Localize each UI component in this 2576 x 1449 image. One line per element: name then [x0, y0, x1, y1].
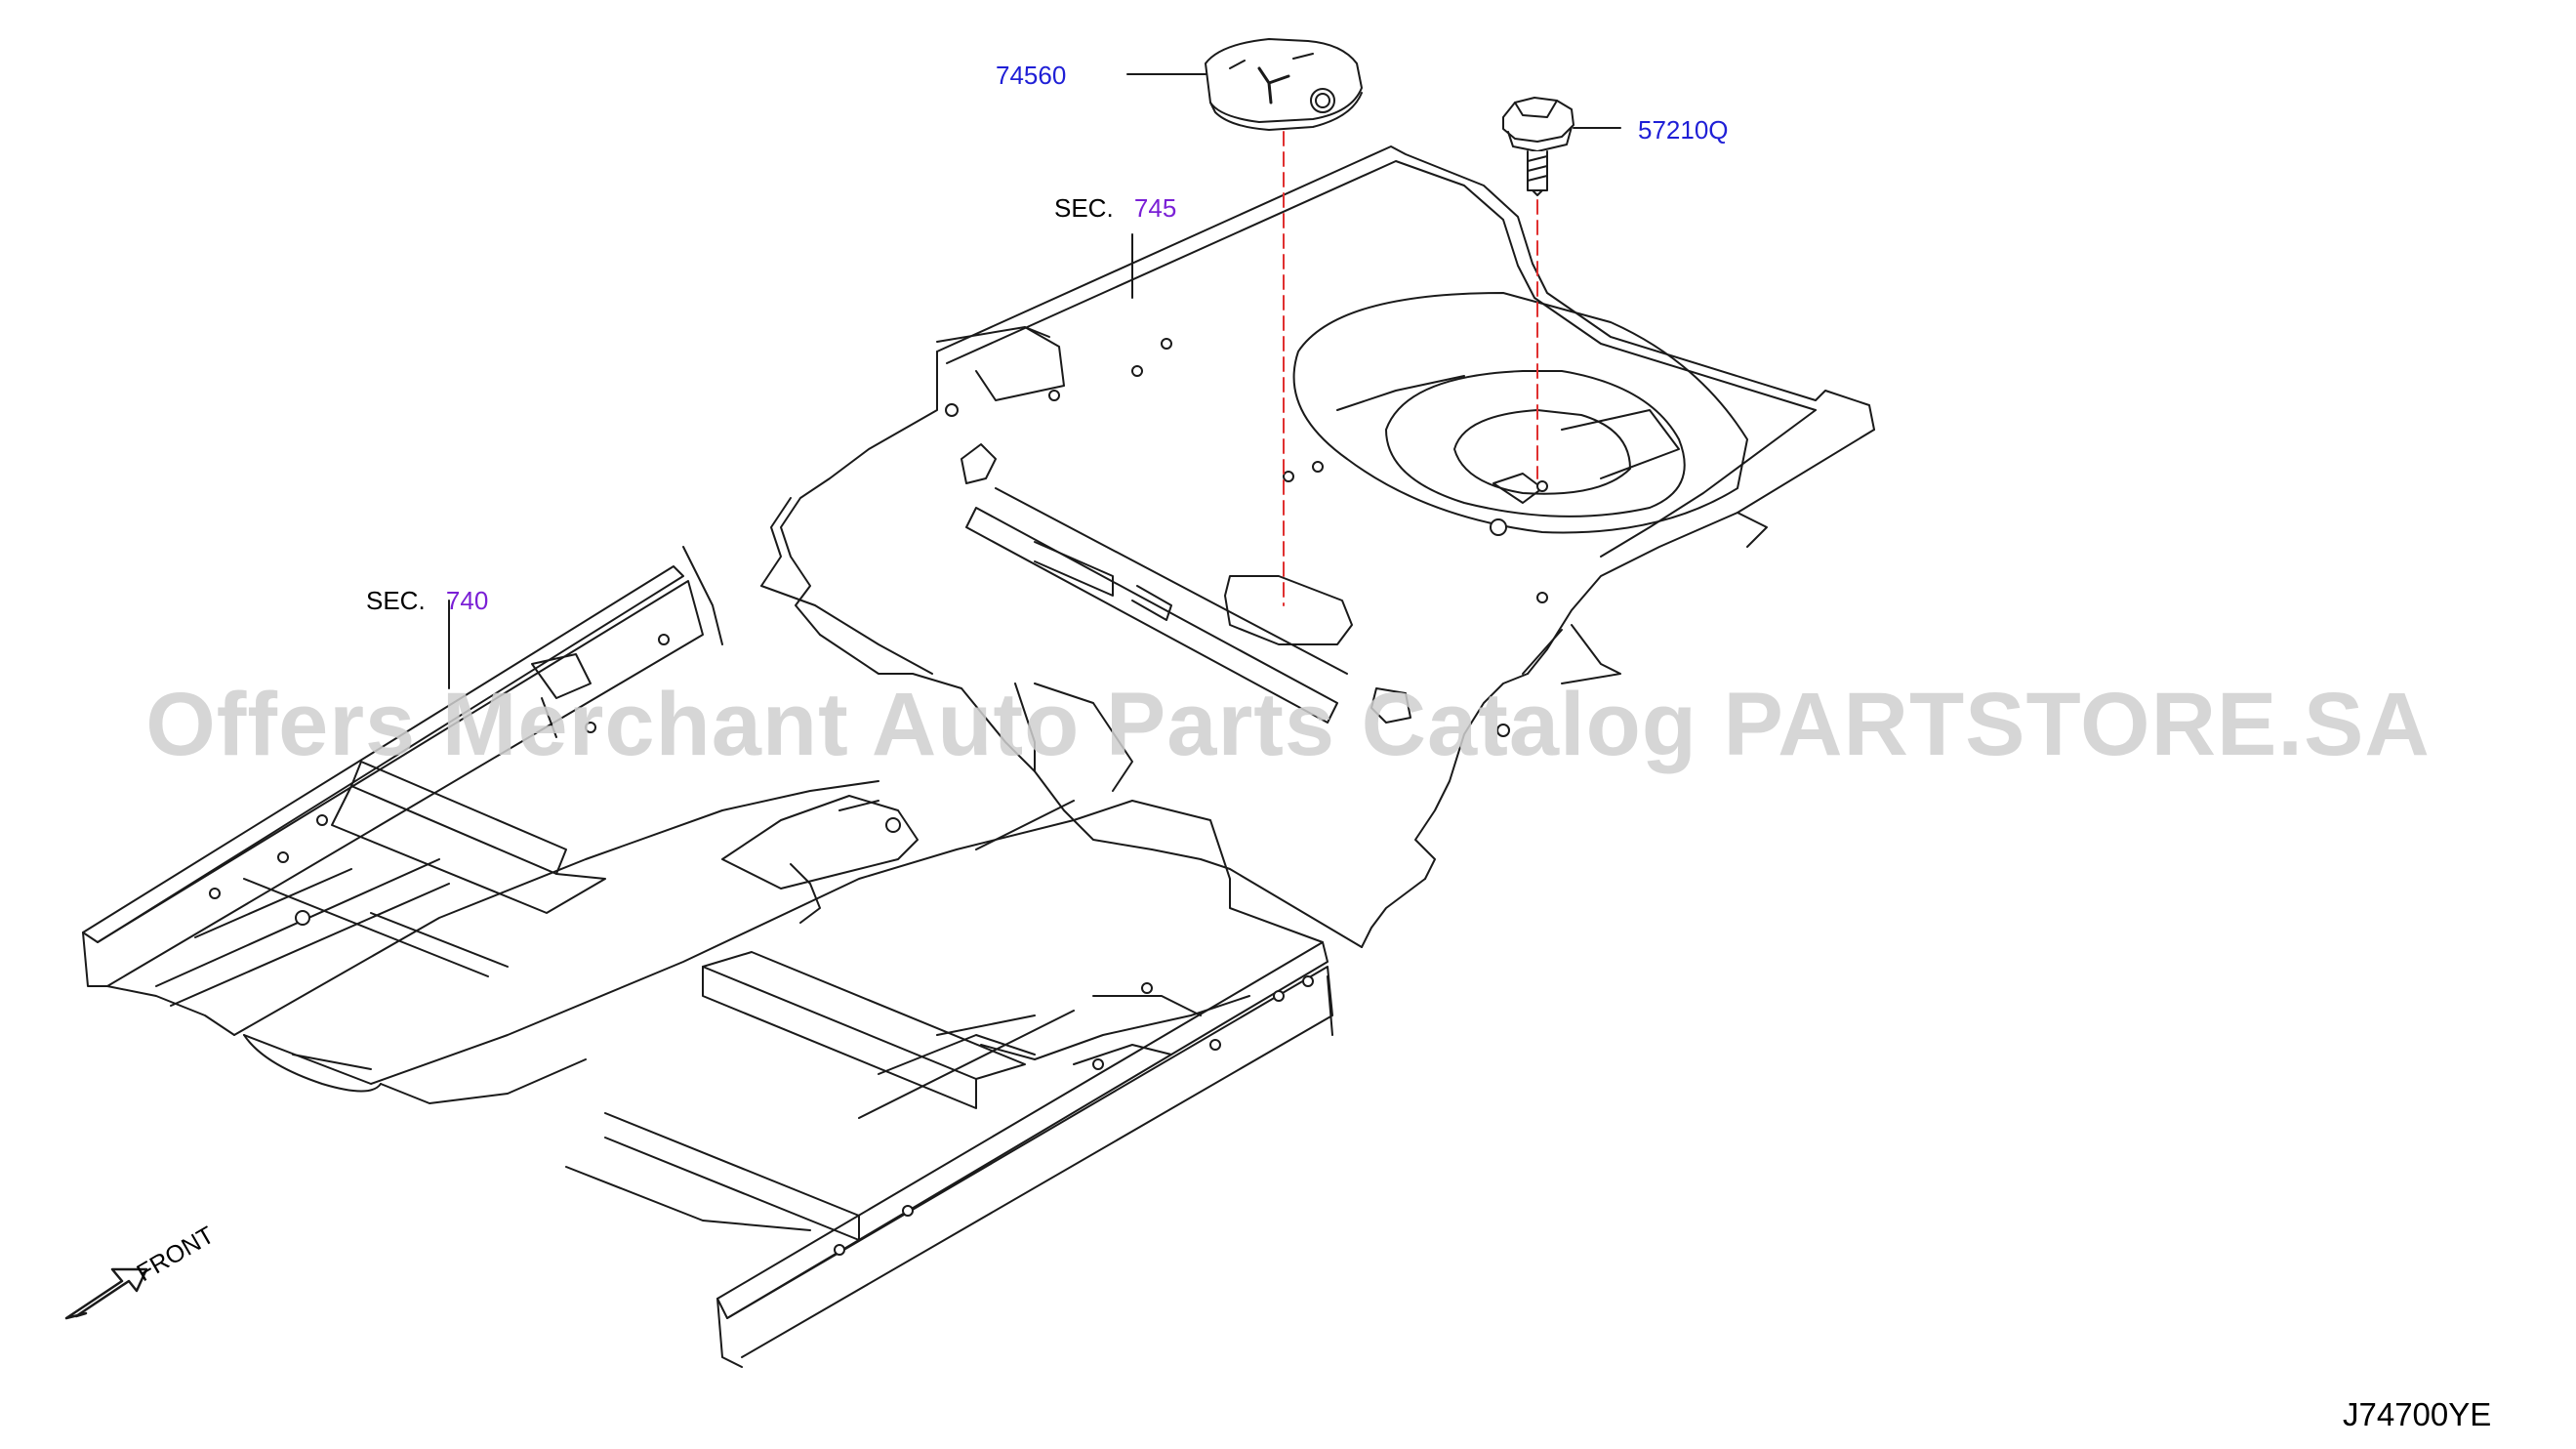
section-number-740[interactable]: 740: [445, 586, 489, 615]
spare-tire-well: [1292, 292, 1748, 534]
section-prefix: SEC.: [1054, 193, 1114, 223]
plug-hole: [1224, 575, 1353, 645]
drawing-code: J74700YE: [2343, 1396, 2492, 1432]
front-floor-panel: [82, 546, 1333, 1368]
rear-floor-panel: [760, 145, 1875, 948]
part-57210q-clamp-bolt[interactable]: [1502, 97, 1574, 196]
rear-floor-holes: [945, 338, 1548, 737]
part-number-57210q[interactable]: 57210Q: [1638, 115, 1729, 145]
part-74560-plug[interactable]: [1205, 38, 1363, 131]
leader-lines: [448, 73, 1621, 689]
section-ref-745[interactable]: SEC. 745: [1054, 193, 1176, 223]
section-number-745[interactable]: 745: [1133, 193, 1177, 223]
section-prefix: SEC.: [366, 586, 426, 615]
section-ref-740[interactable]: SEC. 740: [366, 586, 488, 615]
watermark: Offers Merchant Auto Parts Catalog PARTS…: [145, 675, 2431, 774]
part-number-74560[interactable]: 74560: [996, 61, 1067, 90]
floor-tunnel: [243, 800, 1133, 1085]
front-arrow-icon: [64, 1267, 148, 1320]
front-floor-holes: [209, 634, 1314, 1256]
